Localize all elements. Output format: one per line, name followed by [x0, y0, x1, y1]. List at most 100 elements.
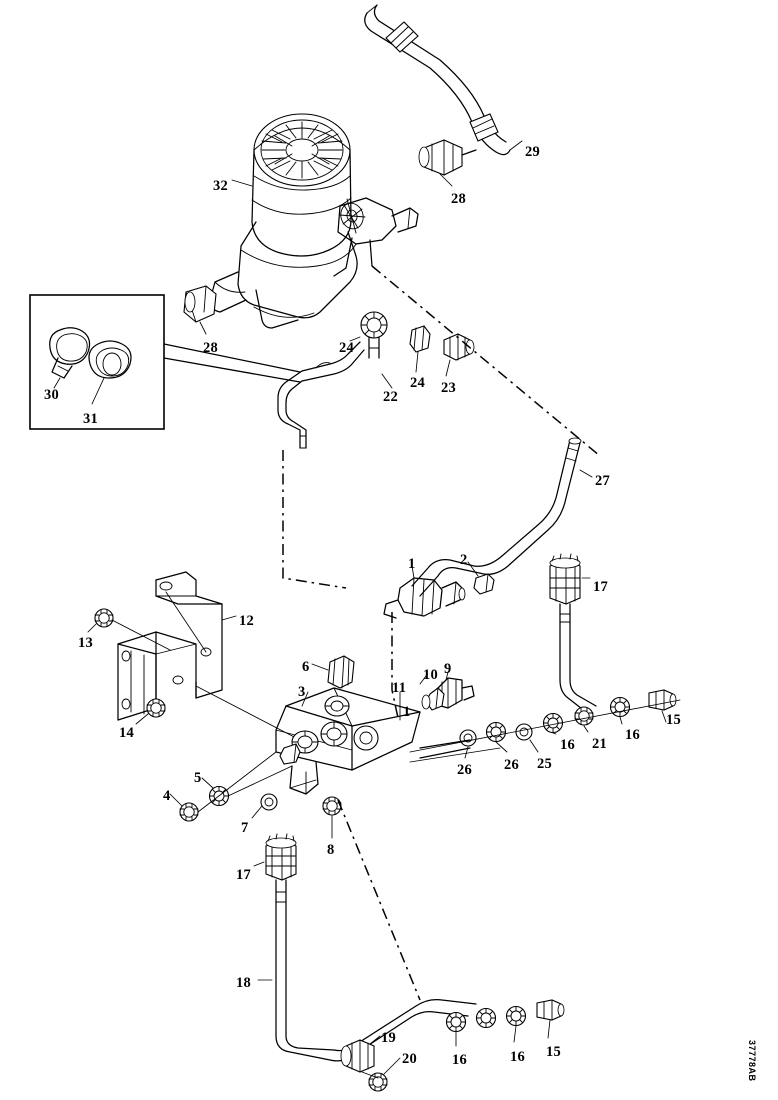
callout-29: 29 [525, 144, 541, 160]
hardware-cluster-right [409, 689, 681, 763]
drawing-number: 37778AB [747, 1040, 757, 1082]
callout-6: 6 [302, 659, 310, 675]
detail-inset-box [29, 294, 301, 430]
valve-port-b [320, 721, 348, 747]
callout-15-b: 15 [546, 1044, 562, 1060]
callout-27: 27 [595, 473, 611, 489]
leader-20 [383, 1057, 401, 1075]
fastener-8 [322, 796, 342, 816]
washer-16c [445, 1011, 467, 1033]
pump-reservoir-assembly [183, 113, 419, 329]
callout-10: 10 [423, 667, 439, 683]
pump-housing [209, 221, 358, 329]
nut-24-loose [409, 325, 431, 373]
callout-17-upper: 17 [593, 579, 609, 595]
callout-16-a: 16 [560, 737, 576, 753]
pump-outlet-head [333, 197, 419, 277]
pump-port-boss [183, 285, 217, 323]
callout-1-a: 1 [408, 556, 416, 572]
callout-31: 31 [83, 411, 99, 427]
pipe-17-to-joint [559, 603, 597, 713]
assembly-axis-11 [391, 612, 399, 719]
callout-28-lower: 28 [203, 340, 219, 356]
leader-32 [231, 179, 253, 187]
callout-3: 3 [298, 684, 306, 700]
union-24 [349, 311, 388, 359]
pipe-27 [411, 437, 593, 597]
plug-6 [311, 655, 355, 689]
callout-22: 22 [383, 389, 399, 405]
fitting-stack-9-10-11 [399, 671, 475, 721]
callout-32: 32 [213, 178, 229, 194]
hose-ferrule-bottom [469, 113, 499, 142]
callout-13: 13 [78, 635, 94, 651]
pipe-joint-right [419, 739, 471, 759]
fastener-13 [94, 608, 114, 628]
callout-8: 8 [327, 842, 335, 858]
leader-7 [251, 805, 263, 819]
washer-26b [485, 721, 507, 743]
callout-25: 25 [537, 756, 553, 772]
callout-7: 7 [241, 820, 249, 836]
callout-12: 12 [239, 613, 255, 629]
callout-11: 11 [392, 680, 407, 696]
fastener-14 [146, 698, 166, 718]
callout-4: 4 [163, 788, 171, 804]
callout-1-b: 1 [403, 704, 411, 720]
leader-28b [199, 321, 207, 335]
callout-19: 19 [381, 1030, 397, 1046]
callout-5: 5 [194, 770, 202, 786]
washer-25 [515, 723, 533, 741]
fitting-17-lower [253, 833, 297, 881]
leader-14 [135, 713, 149, 725]
washer-26a [459, 729, 477, 747]
fitting-15a [648, 689, 677, 711]
valve-port-top [324, 695, 350, 717]
valve-block-3 [275, 687, 421, 795]
plug-2 [467, 561, 495, 595]
fitting-28 [418, 139, 477, 176]
assembly-axis-lower [337, 799, 421, 1001]
clamp-30 [49, 327, 91, 379]
leader-5 [201, 777, 214, 789]
hose-ferrule-top [385, 21, 419, 53]
hardware-cluster-lower [445, 999, 565, 1047]
washer-16d2 [475, 1007, 497, 1029]
callout-21: 21 [592, 736, 608, 752]
callout-23: 23 [441, 380, 457, 396]
callout-14: 14 [119, 725, 135, 741]
callout-24-b: 24 [410, 375, 426, 391]
callout-15-a: 15 [666, 712, 682, 728]
callout-2: 2 [460, 552, 468, 568]
leader-4 [169, 793, 183, 807]
valve-port-a [291, 730, 319, 754]
callout-16-d: 16 [510, 1049, 526, 1065]
callout-30: 30 [44, 387, 60, 403]
pipe-22 [277, 341, 393, 449]
callout-17-lower: 17 [236, 867, 252, 883]
reservoir-cap [253, 113, 351, 187]
fitting-19 [340, 1035, 381, 1073]
pipe-18 [257, 879, 477, 1062]
callout-18: 18 [236, 975, 252, 991]
callout-20: 20 [402, 1051, 418, 1067]
hose-29-assembly [364, 4, 523, 187]
fastener-7 [260, 793, 278, 811]
callout-16-c: 16 [452, 1052, 468, 1068]
fitting-15b [536, 999, 565, 1021]
fastener-4 [179, 802, 199, 822]
callout-26-b: 26 [504, 757, 520, 773]
valve-1-assembly [383, 565, 466, 619]
fitting-17-upper [549, 553, 591, 605]
fitting-23 [443, 333, 475, 377]
callout-16-b: 16 [625, 727, 641, 743]
washer-16d [505, 1005, 527, 1027]
valve-port-c [353, 725, 379, 751]
clamp-31 [88, 340, 132, 379]
assembly-axis-upper [371, 265, 601, 457]
callout-28-upper: 28 [451, 191, 467, 207]
callout-24-a: 24 [339, 340, 355, 356]
callout-26-a: 26 [457, 762, 473, 778]
